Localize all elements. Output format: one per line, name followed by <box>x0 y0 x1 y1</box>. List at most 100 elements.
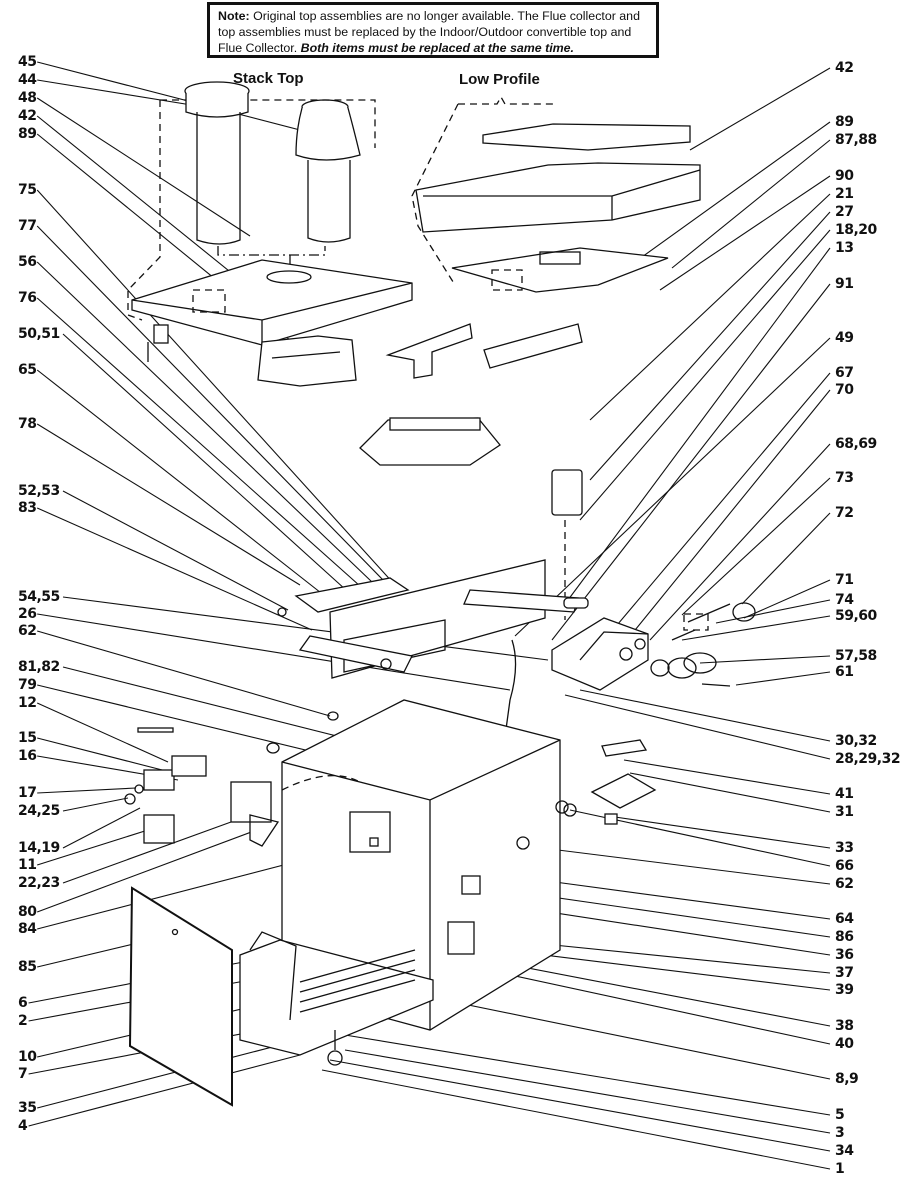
control-components <box>124 727 207 844</box>
leader-line <box>741 512 831 605</box>
front-panel <box>128 886 434 1107</box>
leader-line <box>689 67 831 151</box>
callout-label: 10 <box>18 1049 37 1065</box>
callout-label: 11 <box>18 857 37 873</box>
leader-line <box>36 369 331 601</box>
leader-line <box>62 490 289 611</box>
callout-label: 54,55 <box>18 589 60 605</box>
leader-line <box>36 423 301 586</box>
callout-label: 41 <box>835 786 854 802</box>
leader-line <box>36 702 169 763</box>
leader-line <box>36 115 266 301</box>
leader-line <box>607 815 831 849</box>
callout-label: 57,58 <box>835 648 877 664</box>
leader-line <box>36 97 251 237</box>
leader-line <box>36 225 386 583</box>
callout-label: 13 <box>835 240 854 256</box>
leader-line <box>681 477 831 616</box>
callout-label: 48 <box>18 90 37 106</box>
callout-label: 42 <box>835 60 854 76</box>
leader-line <box>659 175 831 291</box>
leader-line <box>37 829 149 866</box>
leader-line <box>37 613 511 691</box>
callout-label: 83 <box>18 500 37 516</box>
callout-label: 79 <box>18 677 37 693</box>
callout-label: 3 <box>835 1125 845 1141</box>
callout-label: 74 <box>835 592 854 608</box>
leader-lines <box>28 61 831 1170</box>
callout-label: 61 <box>835 664 854 680</box>
callout-label: 39 <box>835 982 854 998</box>
leader-line <box>36 189 396 586</box>
callout-label: 66 <box>835 858 854 874</box>
callout-label: 62 <box>835 876 854 892</box>
leader-line <box>37 630 331 717</box>
callout-label: 49 <box>835 330 854 346</box>
leader-line <box>62 333 347 591</box>
low-profile-title: Low Profile <box>459 71 540 88</box>
leader-line <box>329 1059 831 1152</box>
leader-line <box>579 689 831 742</box>
callout-label: 24,25 <box>18 803 60 819</box>
stack-top-assembly <box>127 81 413 387</box>
callout-label: 5 <box>835 1107 845 1123</box>
leader-line <box>613 389 831 657</box>
leader-line <box>514 337 831 637</box>
callout-label: 17 <box>18 785 37 801</box>
callout-label: 27 <box>835 204 854 220</box>
leader-line <box>743 579 831 619</box>
callout-label: 37 <box>835 965 854 981</box>
leader-line <box>321 1069 831 1170</box>
leader-line <box>623 759 831 795</box>
leader-line <box>36 297 361 587</box>
callout-label: 65 <box>18 362 37 378</box>
leader-line <box>681 615 831 641</box>
callout-label: 89 <box>18 126 37 142</box>
low-profile-assembly <box>359 95 701 466</box>
callout-label: 68,69 <box>835 436 877 452</box>
callout-label: 8,9 <box>835 1071 859 1087</box>
leader-line <box>715 599 831 624</box>
leader-line <box>62 797 129 812</box>
leader-line <box>37 79 211 109</box>
stack-top-title: Stack Top <box>233 70 304 87</box>
leader-line <box>37 787 137 794</box>
callout-label: 72 <box>835 505 854 521</box>
leader-line <box>649 443 831 641</box>
callout-label: 78 <box>18 416 37 432</box>
callout-label: 80 <box>18 904 37 920</box>
leader-line <box>567 247 831 601</box>
callout-label: 77 <box>18 218 37 234</box>
leader-line <box>344 1034 831 1116</box>
callout-label: 30,32 <box>835 733 877 749</box>
callout-label: 18,20 <box>835 222 877 238</box>
callout-label: 40 <box>835 1036 854 1052</box>
leader-line <box>629 772 831 813</box>
leader-line <box>37 737 171 773</box>
burner-assembly <box>277 469 756 745</box>
callout-label: 90 <box>835 168 854 184</box>
callout-label: 59,60 <box>835 608 877 624</box>
callout-label: 89 <box>835 114 854 130</box>
callout-label: 14,19 <box>18 840 60 856</box>
leader-line <box>589 211 831 481</box>
leader-line <box>589 193 831 421</box>
callout-label: 44 <box>18 72 37 88</box>
leader-line <box>36 507 313 631</box>
callout-label: 38 <box>835 1018 854 1034</box>
leader-line <box>564 694 831 760</box>
callout-label: 76 <box>18 290 37 306</box>
callout-label: 52,53 <box>18 483 60 499</box>
leader-line <box>62 596 549 661</box>
callout-label: 4 <box>18 1118 28 1134</box>
callout-label: 67 <box>835 365 854 381</box>
leader-line <box>37 1044 281 1109</box>
callout-label: 50,51 <box>18 326 60 342</box>
leader-line <box>36 261 373 583</box>
leader-line <box>579 229 831 521</box>
leader-line <box>62 821 232 884</box>
leader-line <box>459 963 831 1045</box>
callout-label: 1 <box>835 1161 845 1177</box>
leader-line <box>37 824 271 913</box>
